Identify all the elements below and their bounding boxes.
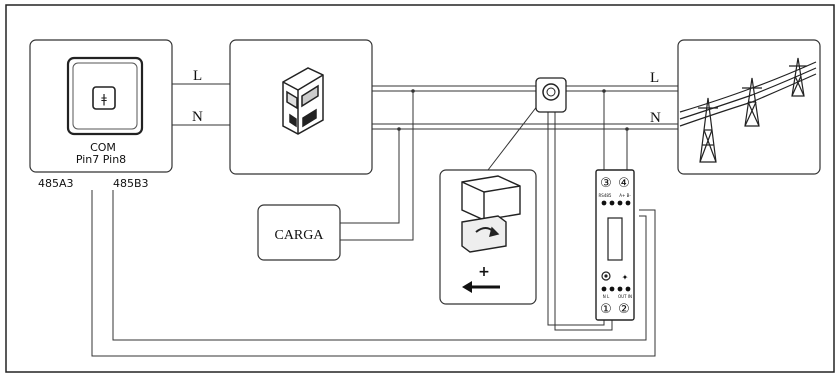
label-n-left: N bbox=[192, 109, 203, 125]
meter-terminal-1: ① bbox=[600, 302, 612, 317]
load-box: CARGA bbox=[257, 204, 341, 261]
meter-nl-label: N L bbox=[603, 294, 610, 299]
transmission-tower-icon bbox=[679, 57, 817, 163]
diagram-frame bbox=[5, 4, 835, 373]
load-label: CARGA bbox=[274, 228, 324, 243]
ct-clamp-icon bbox=[461, 175, 521, 253]
wires bbox=[91, 83, 678, 357]
pins-label: Pin7 Pin8 bbox=[76, 153, 126, 166]
wire-load-l bbox=[340, 91, 414, 241]
meter-rs485-label: RS485 bbox=[599, 193, 612, 198]
wire-rs485-b bbox=[112, 190, 647, 341]
meter-ab-label: A+ B- bbox=[619, 193, 631, 198]
breaker-icon bbox=[282, 67, 324, 135]
meter-terminal-3: ③ bbox=[600, 176, 612, 191]
terminal-a-label: 485A3 bbox=[38, 177, 74, 190]
label-l-right: L bbox=[650, 70, 659, 86]
junction-dots bbox=[397, 89, 629, 131]
ct-detail-box: + bbox=[439, 169, 537, 305]
label-l-left: L bbox=[193, 68, 202, 84]
inverter-box: ǂ COM Pin7 Pin8 485A3 485B3 bbox=[29, 39, 173, 190]
breaker-box bbox=[229, 39, 373, 175]
wire-rs485-a bbox=[91, 190, 656, 357]
svg-text:ǂ: ǂ bbox=[101, 92, 107, 106]
terminal-b-label: 485B3 bbox=[113, 177, 149, 190]
svg-text:✦: ✦ bbox=[622, 273, 629, 282]
label-n-right: N bbox=[650, 110, 661, 126]
ct-direction-sign: + bbox=[478, 264, 490, 280]
grid-box bbox=[677, 39, 821, 175]
meter-outin-label: OUT IN bbox=[618, 294, 632, 299]
wire-ct-secondary-a bbox=[547, 110, 605, 326]
wire-load-n bbox=[340, 129, 400, 224]
meter-terminal-4: ④ bbox=[618, 176, 630, 191]
current-transformer bbox=[535, 77, 567, 113]
meter-display bbox=[607, 217, 623, 261]
energy-meter: ③ ④ RS485 A+ B- ✦ N L OUT IN ① ② bbox=[595, 169, 635, 321]
meter-terminal-2: ② bbox=[618, 302, 630, 317]
com-label: COM bbox=[90, 141, 116, 154]
wire-ct-secondary-b bbox=[554, 110, 613, 331]
inverter-screen-icon bbox=[92, 86, 116, 110]
ct-direction-arrow-icon bbox=[462, 281, 500, 293]
ct-callout-line bbox=[487, 104, 539, 171]
